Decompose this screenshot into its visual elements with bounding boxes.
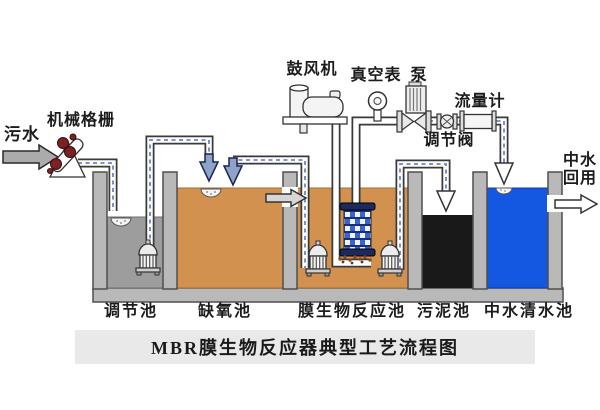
- membrane-module-icon: [338, 202, 376, 265]
- reuse-label-line2: 回用: [562, 170, 597, 187]
- water-surface-splash: [110, 187, 513, 227]
- regulating-valve-icon: [436, 113, 458, 130]
- sludge-tank-content: [422, 215, 473, 288]
- anoxic-tank-label: 缺氧池: [197, 303, 252, 320]
- mechanical-screen-icon: [47, 133, 87, 178]
- basin-floor: [92, 287, 564, 303]
- sludge-discharge-arrow: [435, 190, 457, 213]
- regulation-feed-arrow: [198, 153, 220, 183]
- anoxic-to-membrane-arrow: [265, 188, 308, 208]
- flow-meter-label: 流量计: [454, 93, 506, 110]
- aeration-bubbles: [338, 255, 372, 265]
- diagram-title: MBR膜生物反应器典型工艺流程图: [151, 338, 459, 358]
- pump-label: 泵: [410, 67, 428, 84]
- vacuum-gauge-icon: [367, 91, 388, 122]
- blower-label: 鼓风机: [286, 61, 338, 78]
- mechanical-screen-label: 机械格栅: [46, 112, 115, 129]
- influent-arrow: [2, 143, 60, 171]
- suction-pump-icon: [396, 81, 432, 133]
- reuse-label: 中水 回用: [560, 152, 600, 188]
- clean-water-tank-water: [486, 187, 549, 289]
- pipe-regulation-to-anoxic: [149, 139, 210, 246]
- vacuum-gauge-label: 真空表: [350, 67, 402, 84]
- pipe-blower-air: [333, 124, 371, 266]
- diagram-title-bar: MBR膜生物反应器典型工艺流程图: [75, 330, 535, 364]
- flow-meter-icon: [459, 110, 497, 132]
- recirculation-arrow: [222, 157, 244, 187]
- clean-water-tank-label: 中水清水池: [484, 303, 575, 320]
- membrane-tank-label: 膜生物反应池: [298, 303, 407, 320]
- influent-label: 污水: [4, 125, 40, 144]
- regulation-tank-label: 调节池: [103, 303, 158, 320]
- anoxic-tank-water: [176, 187, 284, 289]
- blower-icon: [282, 84, 348, 134]
- sludge-tank-label: 污泥池: [416, 303, 471, 320]
- reuse-label-line1: 中水: [562, 152, 597, 169]
- regulating-valve-label: 调节阀: [423, 132, 475, 149]
- pipe-membrane-to-sludge: [399, 163, 447, 270]
- clean-water-inlet-arrow: [493, 162, 515, 186]
- pipe-membrane-suction: [353, 118, 399, 207]
- reuse-outlet-arrow: [554, 193, 599, 215]
